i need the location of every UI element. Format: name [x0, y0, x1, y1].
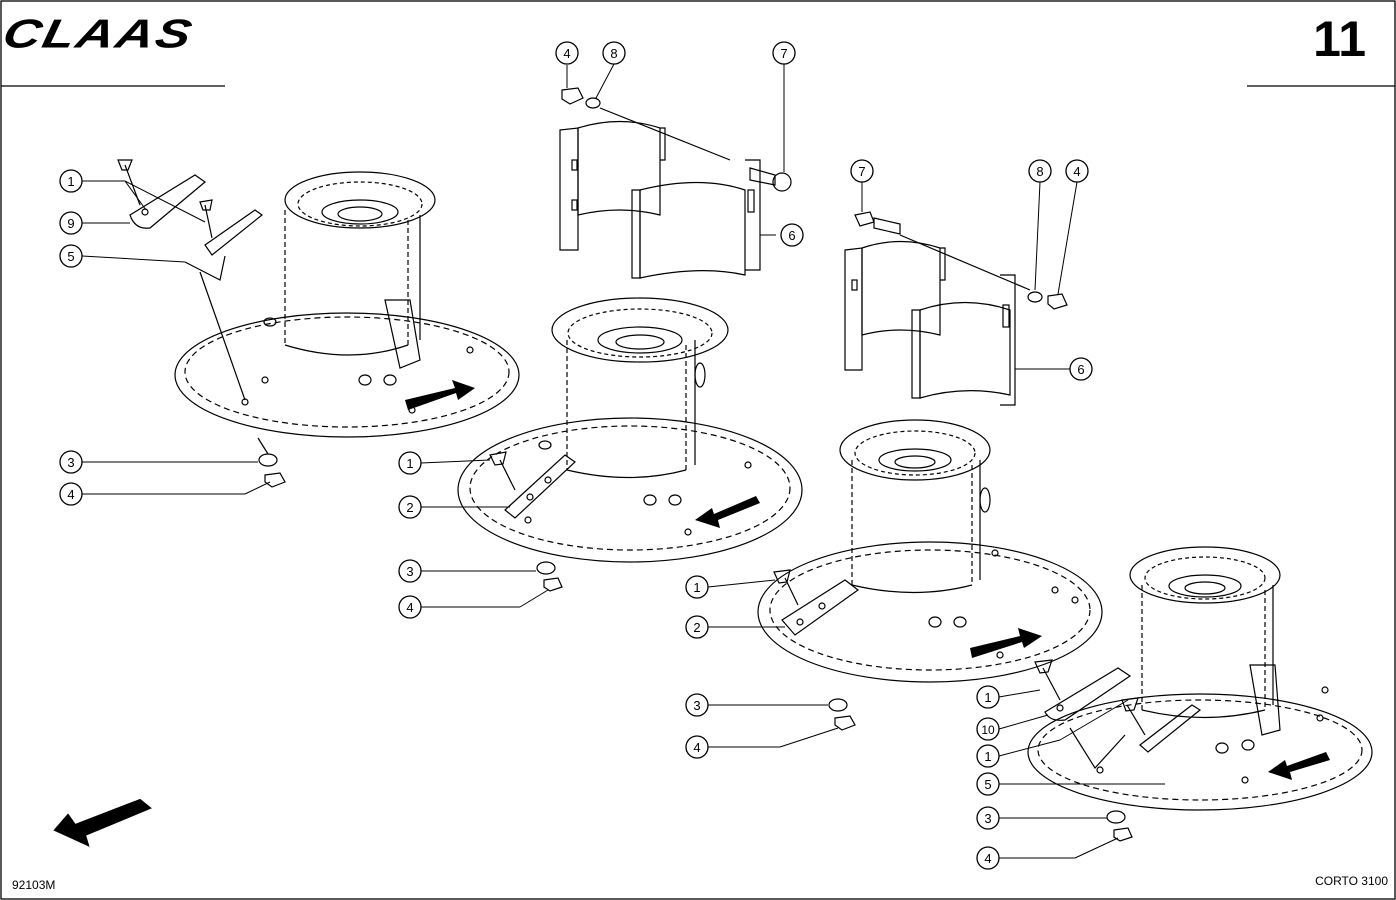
svg-text:1: 1 — [984, 690, 991, 705]
svg-text:10: 10 — [981, 723, 995, 737]
hardware-drum-2 — [536, 561, 563, 592]
svg-text:8: 8 — [1036, 164, 1043, 179]
callout-4: 4 — [59, 482, 83, 506]
rotation-arrow-4 — [1268, 752, 1330, 780]
drum-2 — [457, 297, 803, 563]
svg-text:3: 3 — [67, 455, 74, 470]
rotation-arrow-2 — [695, 496, 760, 528]
travel-direction-arrow — [53, 798, 152, 847]
callout-1: 1 — [59, 169, 83, 193]
callout-8: 8 — [1028, 159, 1052, 183]
callout-1: 1 — [398, 451, 422, 475]
svg-text:4: 4 — [1073, 164, 1080, 179]
svg-text:4: 4 — [984, 851, 991, 866]
knife-holder-3 — [773, 569, 860, 636]
svg-text:9: 9 — [67, 216, 74, 231]
svg-text:2: 2 — [406, 500, 413, 515]
knife-holder-2 — [489, 451, 576, 519]
hardware-drum-3 — [828, 698, 856, 731]
fasteners-top-1 — [561, 87, 792, 192]
svg-text:1: 1 — [67, 174, 74, 189]
callout-4: 4 — [1065, 159, 1089, 183]
guard-plates-2 — [844, 240, 1016, 406]
svg-text:6: 6 — [1077, 362, 1084, 377]
svg-text:4: 4 — [563, 46, 570, 61]
svg-text:3: 3 — [984, 811, 991, 826]
svg-text:8: 8 — [610, 46, 617, 61]
drum-3 — [757, 419, 1103, 683]
svg-text:4: 4 — [406, 600, 413, 615]
callout-2: 2 — [398, 495, 422, 519]
callout-4: 4 — [555, 41, 579, 65]
svg-text:3: 3 — [406, 564, 413, 579]
svg-text:6: 6 — [788, 228, 795, 243]
knife-holder-4 — [1034, 659, 1202, 769]
svg-text:5: 5 — [984, 777, 991, 792]
callout-4: 4 — [398, 595, 422, 619]
hardware-drum-4 — [1106, 810, 1133, 842]
drawing-code: 92103M — [12, 878, 56, 892]
callout-3: 3 — [59, 450, 83, 474]
callout-6: 6 — [1069, 357, 1093, 381]
svg-text:3: 3 — [693, 698, 700, 713]
svg-text:4: 4 — [693, 740, 700, 755]
svg-text:1: 1 — [984, 749, 991, 764]
callout-3: 3 — [685, 693, 709, 717]
svg-text:7: 7 — [858, 164, 865, 179]
svg-text:4: 4 — [67, 487, 74, 502]
leader-lines — [81, 63, 1165, 859]
svg-text:1: 1 — [693, 580, 700, 595]
svg-text:5: 5 — [67, 249, 74, 264]
callout-7: 7 — [850, 159, 874, 183]
callout-10: 10 — [976, 717, 1000, 741]
knife-holder-1 — [117, 159, 263, 401]
callout-4: 4 — [685, 735, 709, 759]
svg-text:2: 2 — [693, 620, 700, 635]
svg-text:1: 1 — [406, 456, 413, 471]
callout-3: 3 — [976, 806, 1000, 830]
callout-5: 5 — [976, 772, 1000, 796]
model-name: CORTO 3100 — [1315, 874, 1388, 888]
callout-2: 2 — [685, 615, 709, 639]
callout-9: 9 — [59, 211, 83, 235]
rotation-arrow-1 — [405, 380, 475, 410]
svg-text:7: 7 — [780, 46, 787, 61]
callout-3: 3 — [398, 559, 422, 583]
fasteners-top-2 — [854, 211, 1068, 310]
page-number: 11 — [1313, 11, 1366, 67]
rotation-arrow-3 — [970, 628, 1042, 658]
callout-7: 7 — [772, 41, 796, 65]
drum-4 — [1027, 546, 1373, 811]
callout-6: 6 — [780, 223, 804, 247]
callouts: 1 9 5 3 4 1 2 3 4 4 8 7 6 7 8 4 6 1 2 3 … — [59, 41, 1093, 870]
callout-8: 8 — [602, 41, 626, 65]
callout-4: 4 — [976, 846, 1000, 870]
guard-plates-1 — [559, 120, 761, 279]
hardware-drum-1 — [257, 437, 286, 488]
callout-1: 1 — [976, 744, 1000, 768]
callout-1: 1 — [976, 685, 1000, 709]
drum-1 — [174, 171, 520, 438]
callout-1: 1 — [685, 575, 709, 599]
callout-5: 5 — [59, 244, 83, 268]
